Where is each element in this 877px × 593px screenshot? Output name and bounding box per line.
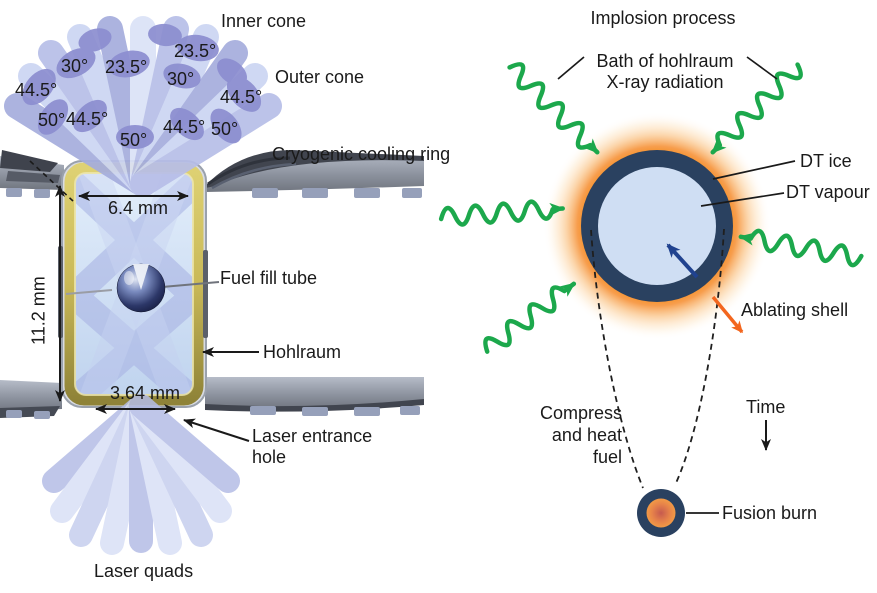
angle-label: 44.5° xyxy=(220,87,263,107)
dt-vapour-core xyxy=(598,167,716,285)
bath-pointer-left xyxy=(557,56,585,80)
cryogenic-cooling-ring-graphic xyxy=(0,150,424,419)
dimension-arrows xyxy=(29,160,259,442)
bath-xray-label: Bath of hohlraum X-ray radiation xyxy=(570,51,760,93)
laser-entrance-hole-label: Laser entrance hole xyxy=(252,426,373,468)
ablating-shell-label: Ablating shell xyxy=(741,300,849,320)
angle-label: 44.5° xyxy=(66,109,109,129)
dt-vapour-pointer xyxy=(700,192,785,207)
angle-label: 30° xyxy=(61,56,89,76)
inner-cone-label: Inner cone xyxy=(221,11,307,31)
angle-label: 44.5° xyxy=(15,80,58,100)
fuel-fill-tube-pointer xyxy=(161,281,220,288)
imploding-capsule xyxy=(543,112,771,340)
angle-label: 50° xyxy=(38,110,66,130)
angle-label: 30° xyxy=(167,69,195,89)
hohlraum-label: Hohlraum xyxy=(263,342,342,362)
xray-arrows xyxy=(438,62,864,354)
angle-label: 44.5° xyxy=(163,117,206,137)
xray-arrow-right xyxy=(738,228,864,268)
angle-label: 23.5° xyxy=(174,41,217,61)
bath-xray-line2: X-ray radiation xyxy=(606,72,724,93)
fusion-burn-circle xyxy=(637,489,685,537)
laser-quad-spots xyxy=(22,23,262,149)
angle-label: 50° xyxy=(211,119,239,139)
support-rod-right xyxy=(203,250,208,338)
leh-dimension-label: 3.64 mm xyxy=(110,383,181,403)
implosion-process-title: Implosion process xyxy=(590,8,736,28)
fusion-burn-label: Fusion burn xyxy=(722,503,818,523)
dt-ice-label: DT ice xyxy=(800,151,852,171)
implosion-arrow xyxy=(666,243,699,279)
xray-arrow-bottom-left xyxy=(483,281,577,354)
xray-arrow-left xyxy=(438,199,565,227)
laser-quads-label: Laser quads xyxy=(94,561,194,581)
dashed-extent-line xyxy=(29,160,74,202)
pointer-lines xyxy=(557,56,796,514)
leh-pointer-arrow xyxy=(183,418,250,442)
convergence-cone xyxy=(590,228,725,489)
height-dimension-label: 11.2 mm xyxy=(28,276,49,345)
fuel-capsule xyxy=(65,263,220,313)
xray-arrow-top-right xyxy=(710,62,803,155)
angle-label: 50° xyxy=(120,130,148,150)
ablation-arrow xyxy=(711,295,744,334)
fuel-fill-tube-label: Fuel fill tube xyxy=(220,268,318,288)
fill-tube-line xyxy=(65,289,113,295)
dt-vapour-label: DT vapour xyxy=(786,182,870,202)
cooling-ring-label: Cryogenic cooling ring xyxy=(272,144,451,164)
xray-arrow-top-left xyxy=(507,62,600,155)
time-label: Time xyxy=(746,397,786,417)
diameter-dimension-label: 6.4 mm xyxy=(107,198,168,218)
dt-ice-pointer xyxy=(712,160,796,180)
bath-xray-line1: Bath of hohlraum xyxy=(596,51,734,71)
outer-cone-label: Outer cone xyxy=(275,67,365,87)
angle-label: 23.5° xyxy=(105,57,148,77)
bottom-laser-fan xyxy=(42,394,240,555)
compress-heat-fuel-label: Compress and heat fuel xyxy=(539,403,622,467)
bath-pointer-right xyxy=(746,56,778,80)
